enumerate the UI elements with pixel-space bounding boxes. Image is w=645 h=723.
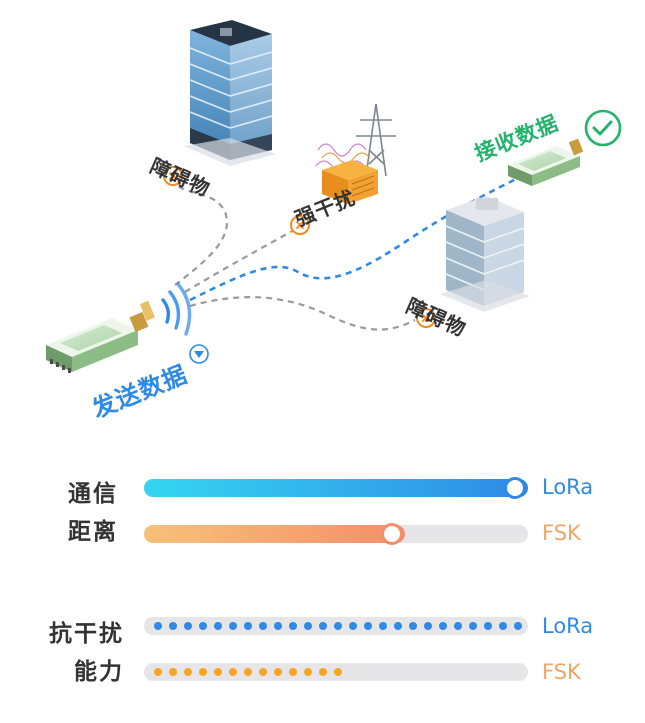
receiver-lora-module (508, 138, 584, 186)
anti-fsk-dot (154, 668, 162, 676)
sender-lora-module (46, 300, 156, 373)
receive-check-icon (584, 109, 622, 147)
obstacle-marker-left (163, 166, 183, 186)
anti-fsk-dot (274, 668, 282, 676)
anti-lora-dot (439, 622, 447, 630)
anti-lora-dot (409, 622, 417, 630)
distance-fsk-fill (144, 525, 405, 543)
distance-label: 通信 距离 (68, 475, 118, 551)
anti-lora-dot (334, 622, 342, 630)
anti-lora-dot (244, 622, 252, 630)
lora-scene-diagram (46, 20, 622, 373)
signal-paths (174, 174, 523, 331)
interference-marker (290, 215, 310, 235)
anti-lora-dot (184, 622, 192, 630)
distance-fsk-bar (144, 523, 528, 545)
anti-fsk-dot (214, 668, 222, 676)
anti-lora-dot (154, 622, 162, 630)
wifi-signal-icon (161, 282, 192, 336)
anti-lora-dot (319, 622, 327, 630)
path-to-obstacle-left (174, 182, 228, 286)
anti-fsk-dot (169, 668, 177, 676)
anti-lora-dot (229, 622, 237, 630)
anti-fsk-dot (259, 668, 267, 676)
anti-lora-dot (259, 622, 267, 630)
anti-lora-dot (394, 622, 402, 630)
anti-fsk-dots (154, 668, 342, 676)
anti-fsk-bar (144, 663, 528, 681)
distance-fsk-knob (381, 523, 403, 545)
anti-lora-dot (469, 622, 477, 630)
anti-lora-dot (169, 622, 177, 630)
anti-fsk-dot (199, 668, 207, 676)
anti-label-line1: 抗干扰 (49, 621, 124, 647)
obstacle-building-right (440, 196, 530, 312)
distance-label-line1: 通信 (68, 481, 118, 507)
path-to-obstacle-right (189, 296, 416, 331)
anti-lora-dot (364, 622, 372, 630)
anti-lora-dot (199, 622, 207, 630)
anti-lora-dot (349, 622, 357, 630)
anti-lora-dot (214, 622, 222, 630)
anti-fsk-dot (289, 668, 297, 676)
anti-fsk-dot (244, 668, 252, 676)
distance-label-line2: 距离 (68, 519, 118, 545)
anti-fsk-dot (319, 668, 327, 676)
anti-lora-dot (499, 622, 507, 630)
anti-fsk-dot (184, 668, 192, 676)
anti-lora-dot (304, 622, 312, 630)
anti-interference-label: 抗干扰 能力 (44, 615, 124, 691)
anti-fsk-dot (334, 668, 342, 676)
send-indicator-icon (189, 344, 209, 364)
distance-lora-fill (144, 479, 528, 497)
anti-lora-dots (154, 622, 522, 630)
anti-lora-dot (454, 622, 462, 630)
anti-fsk-name: FSK (542, 660, 581, 684)
anti-lora-dot (514, 622, 522, 630)
distance-lora-knob (504, 477, 526, 499)
distance-fsk-name: FSK (542, 521, 581, 545)
path-to-receiver (189, 174, 523, 302)
distance-lora-bar (144, 477, 528, 499)
obstacle-building-left (184, 20, 276, 166)
anti-fsk-dot (229, 668, 237, 676)
path-to-interference (184, 227, 299, 293)
obstacle-marker-right (416, 308, 436, 328)
anti-lora-dot (379, 622, 387, 630)
anti-lora-bar (144, 617, 528, 635)
anti-lora-dot (484, 622, 492, 630)
anti-lora-name: LoRa (542, 614, 594, 638)
anti-label-line2: 能力 (74, 659, 124, 685)
distance-lora-name: LoRa (542, 475, 594, 499)
anti-lora-dot (274, 622, 282, 630)
anti-lora-dot (289, 622, 297, 630)
anti-lora-dot (424, 622, 432, 630)
interference-source (315, 103, 396, 204)
anti-fsk-dot (304, 668, 312, 676)
